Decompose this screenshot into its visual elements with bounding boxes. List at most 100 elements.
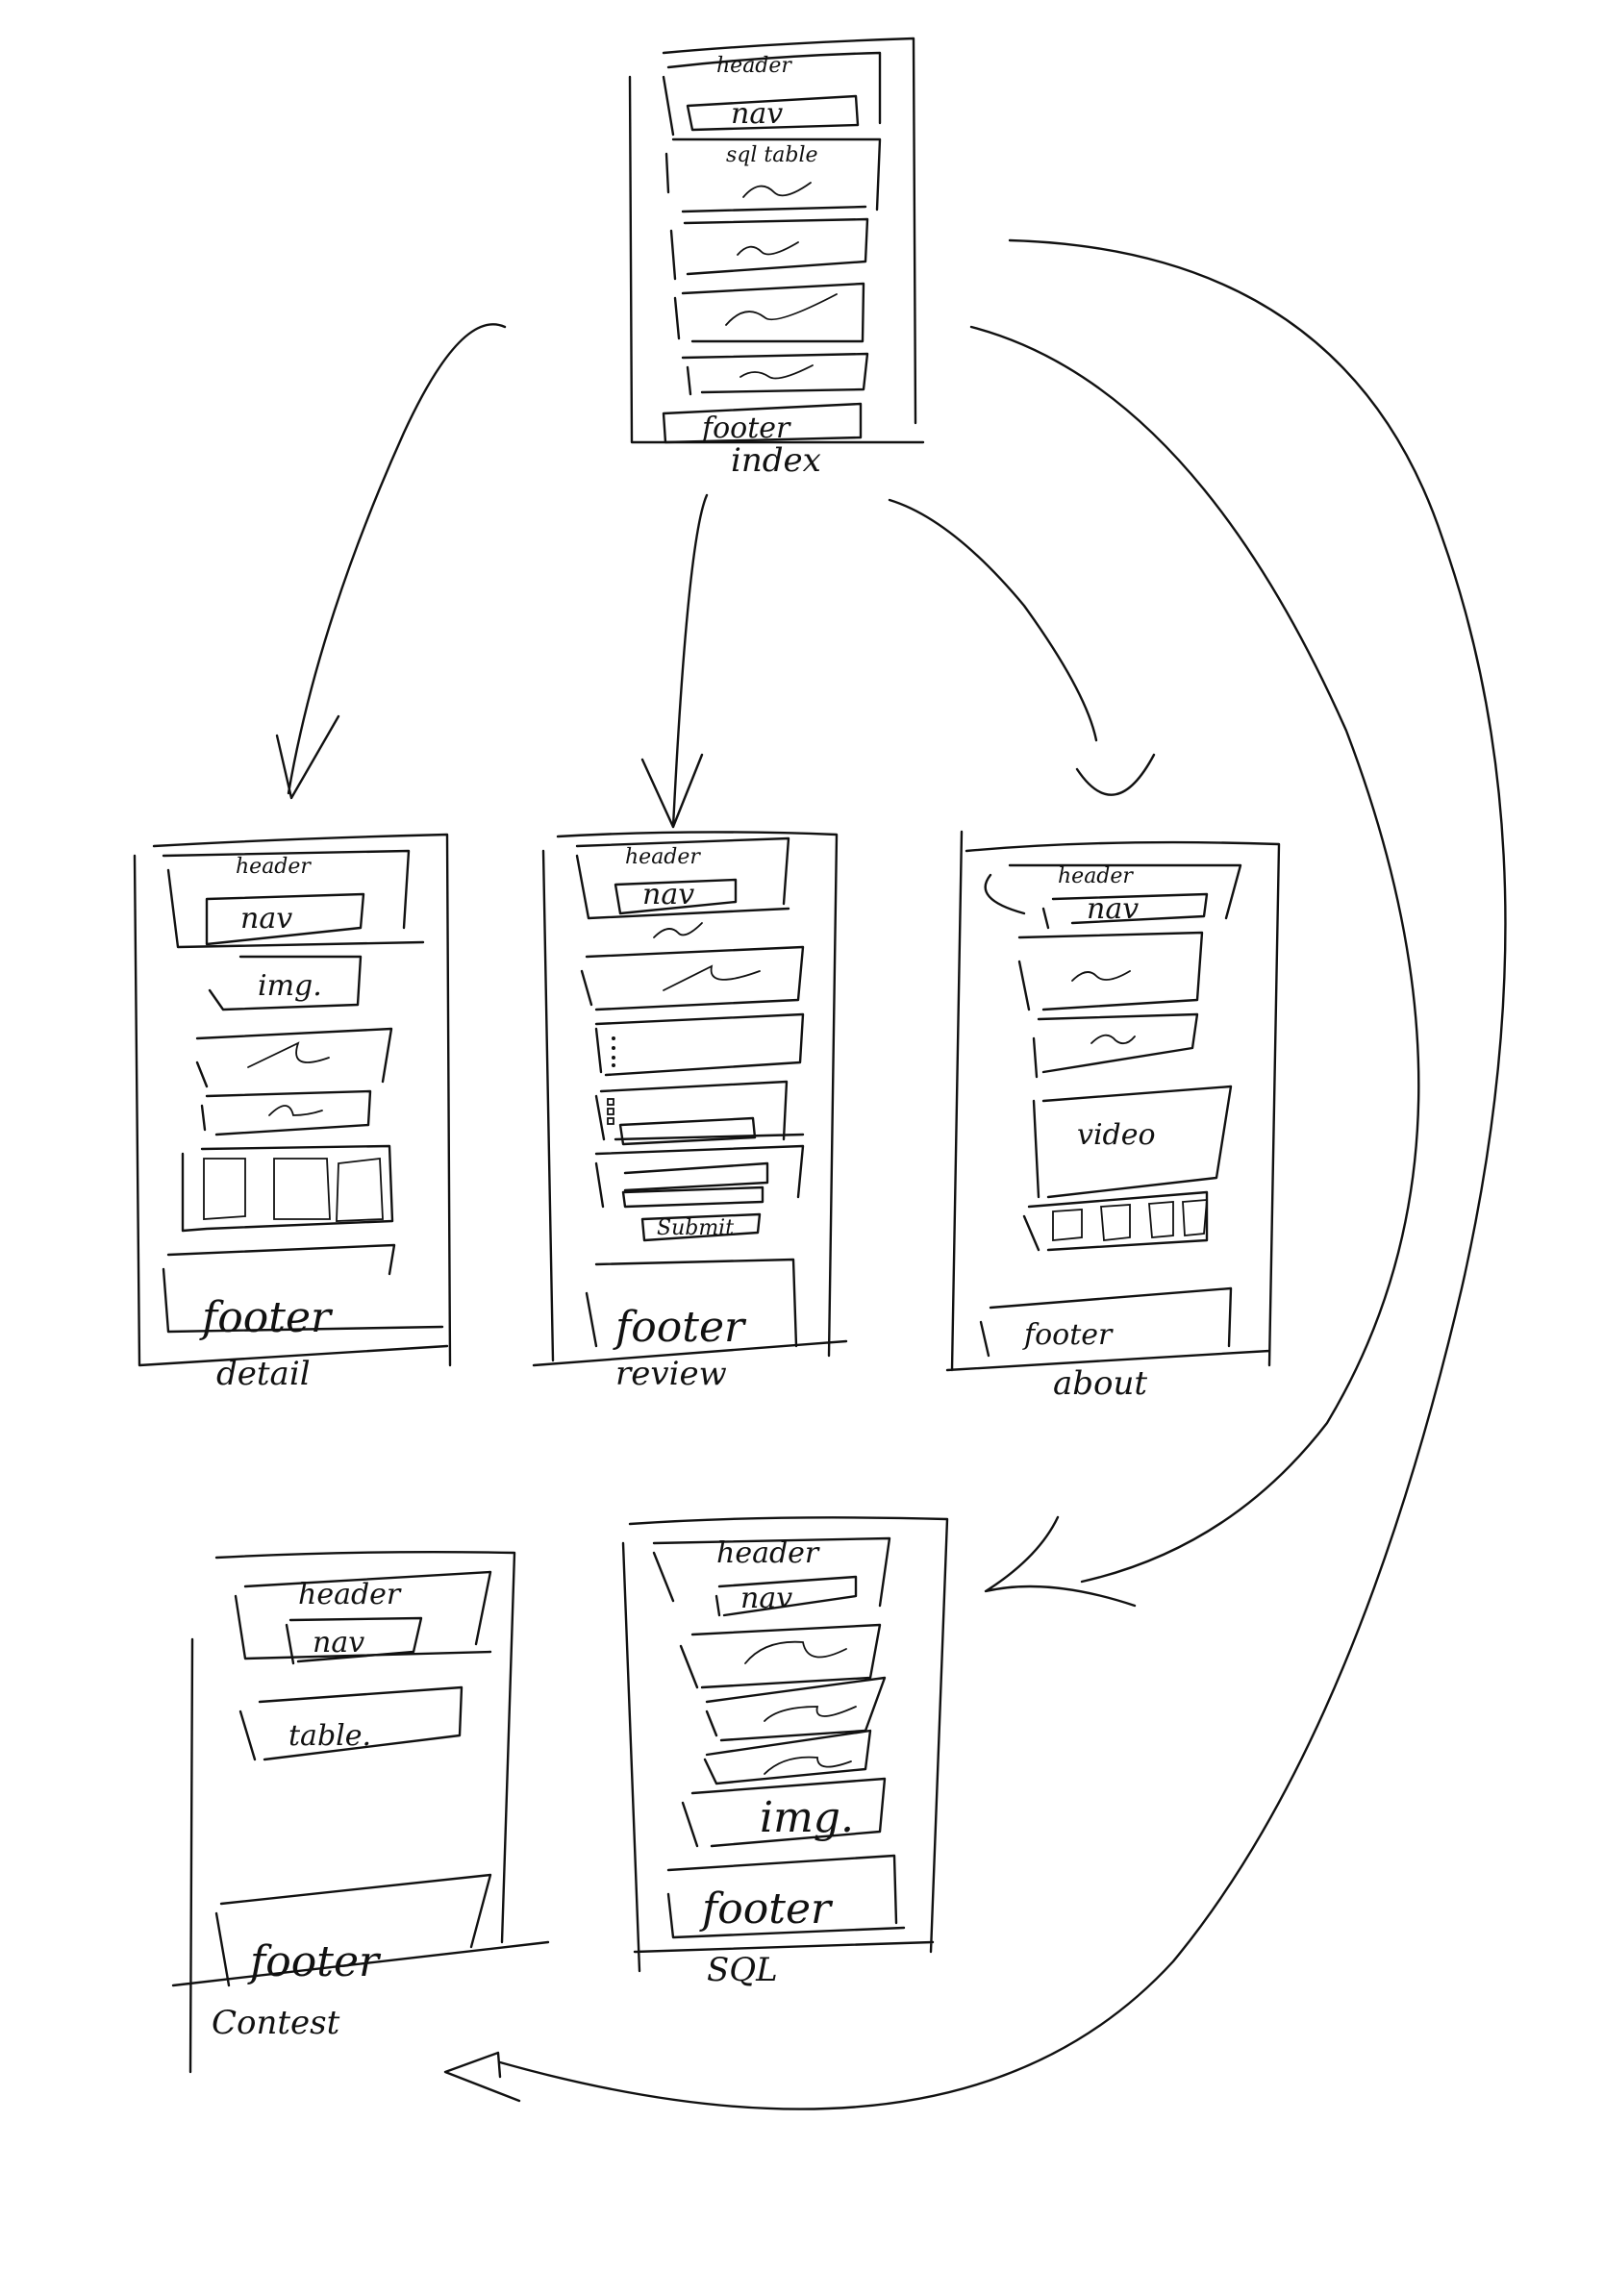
review-page-name: review (615, 1355, 727, 1393)
index-section-1 (664, 137, 882, 213)
review-input-section (594, 1144, 805, 1209)
detail-squiggle-1 (247, 1041, 330, 1068)
sql-page-name: SQL (707, 1951, 778, 1989)
contest-header-label: header (298, 1578, 402, 1611)
index-squiggle-1 (742, 182, 812, 198)
review-list-bullet-3 (612, 1056, 615, 1060)
about-thumbnail-3 (1148, 1201, 1174, 1238)
review-list-bullet-2 (612, 1046, 615, 1050)
index-frame (628, 37, 925, 444)
detail-frame (133, 833, 452, 1367)
review-checkbox-2[interactable] (607, 1108, 614, 1115)
about-frame (945, 830, 1281, 1372)
detail-nav-label: nav (240, 902, 292, 936)
sql-section-1 (679, 1623, 882, 1689)
detail-image-card-1 (203, 1158, 246, 1220)
index-section-2 (669, 217, 869, 281)
about-squiggle-1 (1071, 970, 1131, 982)
arrow-index-to-detail (287, 323, 507, 795)
about-thumbnail-container (1022, 1190, 1209, 1252)
sql-header-label: header (716, 1536, 820, 1570)
arrows (275, 238, 1507, 2110)
arrow-index-to-sql (969, 325, 1420, 1584)
arrow-head-sql (984, 1515, 1137, 1608)
index-header-box (662, 51, 882, 137)
sql-squiggle-3 (764, 1756, 852, 1775)
review-submit-button[interactable] (640, 1212, 762, 1242)
index-nav-label: nav (731, 97, 783, 131)
about-section-2 (1032, 1012, 1199, 1079)
about-thumbnail-1 (1052, 1209, 1083, 1241)
detail-header-box (162, 849, 425, 949)
review-input-field-1[interactable] (623, 1161, 769, 1192)
sql-section-3 (703, 1729, 872, 1785)
sql-img-box (681, 1777, 887, 1848)
review-checkbox-1[interactable] (607, 1098, 614, 1106)
review-submit-label: Submit (657, 1216, 734, 1240)
review-squiggle-1 (663, 964, 761, 991)
review-frame (532, 831, 848, 1367)
index-footer-label: footer (700, 412, 791, 445)
detail-footer-label: footer (199, 1293, 334, 1342)
contest-table-box (238, 1685, 464, 1761)
review-input-field-2[interactable] (621, 1185, 764, 1209)
sql-frame (621, 1516, 949, 1973)
detail-footer-box (162, 1243, 444, 1334)
index-squiggle-2 (737, 241, 799, 256)
about-section-1 (1017, 931, 1204, 1011)
about-squiggle-2 (1090, 1034, 1136, 1045)
arrow-index-to-contest-long (498, 238, 1507, 2110)
about-thumbnail-4 (1182, 1199, 1208, 1236)
page-contest: header nav table. footer Contest (171, 1550, 550, 2074)
review-checkbox-3[interactable] (607, 1117, 614, 1125)
contest-page-name: Contest (212, 2004, 340, 2042)
contest-frame (171, 1550, 550, 2074)
about-video-label: video (1077, 1118, 1156, 1152)
review-footer-box (585, 1258, 798, 1348)
sql-squiggle-1 (744, 1640, 847, 1664)
index-nav-box (686, 94, 860, 132)
index-sql-table-label: sql table (726, 143, 818, 167)
contest-footer-box (214, 1873, 492, 1987)
review-list-bullet-1 (612, 1036, 615, 1040)
contest-footer-label: footer (247, 1937, 382, 1986)
sql-nav-label: nav (740, 1582, 792, 1615)
sql-footer-label: footer (699, 1884, 834, 1934)
sql-section-2 (705, 1676, 887, 1742)
detail-nav-box (205, 892, 365, 946)
page-detail: header nav img. footer detail (133, 833, 452, 1393)
detail-section-2 (200, 1089, 372, 1136)
review-nav-label: nav (642, 878, 694, 911)
arrow-head-review (640, 753, 704, 829)
arrow-index-to-about (888, 498, 1098, 742)
contest-header-box (234, 1570, 492, 1660)
about-footer-label: footer (1022, 1318, 1114, 1352)
index-squiggle-4 (739, 364, 814, 380)
review-list-bullet-4 (612, 1063, 615, 1067)
detail-img-box (208, 955, 363, 1011)
index-section-4 (681, 352, 869, 396)
sql-squiggle-2 (764, 1706, 857, 1722)
detail-img-label: img. (258, 969, 322, 1003)
detail-image-card-3 (336, 1157, 384, 1222)
contest-table-label: table. (288, 1719, 371, 1753)
sql-img-label: img. (760, 1793, 854, 1842)
sql-header-box (652, 1536, 891, 1608)
index-header-label: header (716, 54, 792, 78)
about-nav-label: nav (1087, 892, 1139, 926)
about-video-box (1032, 1085, 1233, 1199)
review-textarea (618, 1116, 757, 1146)
index-squiggle-3 (725, 293, 838, 326)
index-page-name: index (731, 441, 821, 480)
about-page-name: about (1053, 1364, 1147, 1403)
detail-cards-container (181, 1144, 394, 1233)
page-sql: header nav img. footer SQL (621, 1516, 949, 1989)
page-review: header nav Submit footer review (532, 831, 848, 1393)
page-index: header nav sql table footer index (628, 37, 925, 480)
about-header-box (984, 863, 1242, 920)
detail-squiggle-2 (268, 1105, 323, 1116)
about-footer-box (979, 1286, 1233, 1358)
review-section-1 (580, 945, 805, 1011)
about-header-label: header (1058, 864, 1134, 888)
review-squiggle-top (653, 922, 703, 938)
